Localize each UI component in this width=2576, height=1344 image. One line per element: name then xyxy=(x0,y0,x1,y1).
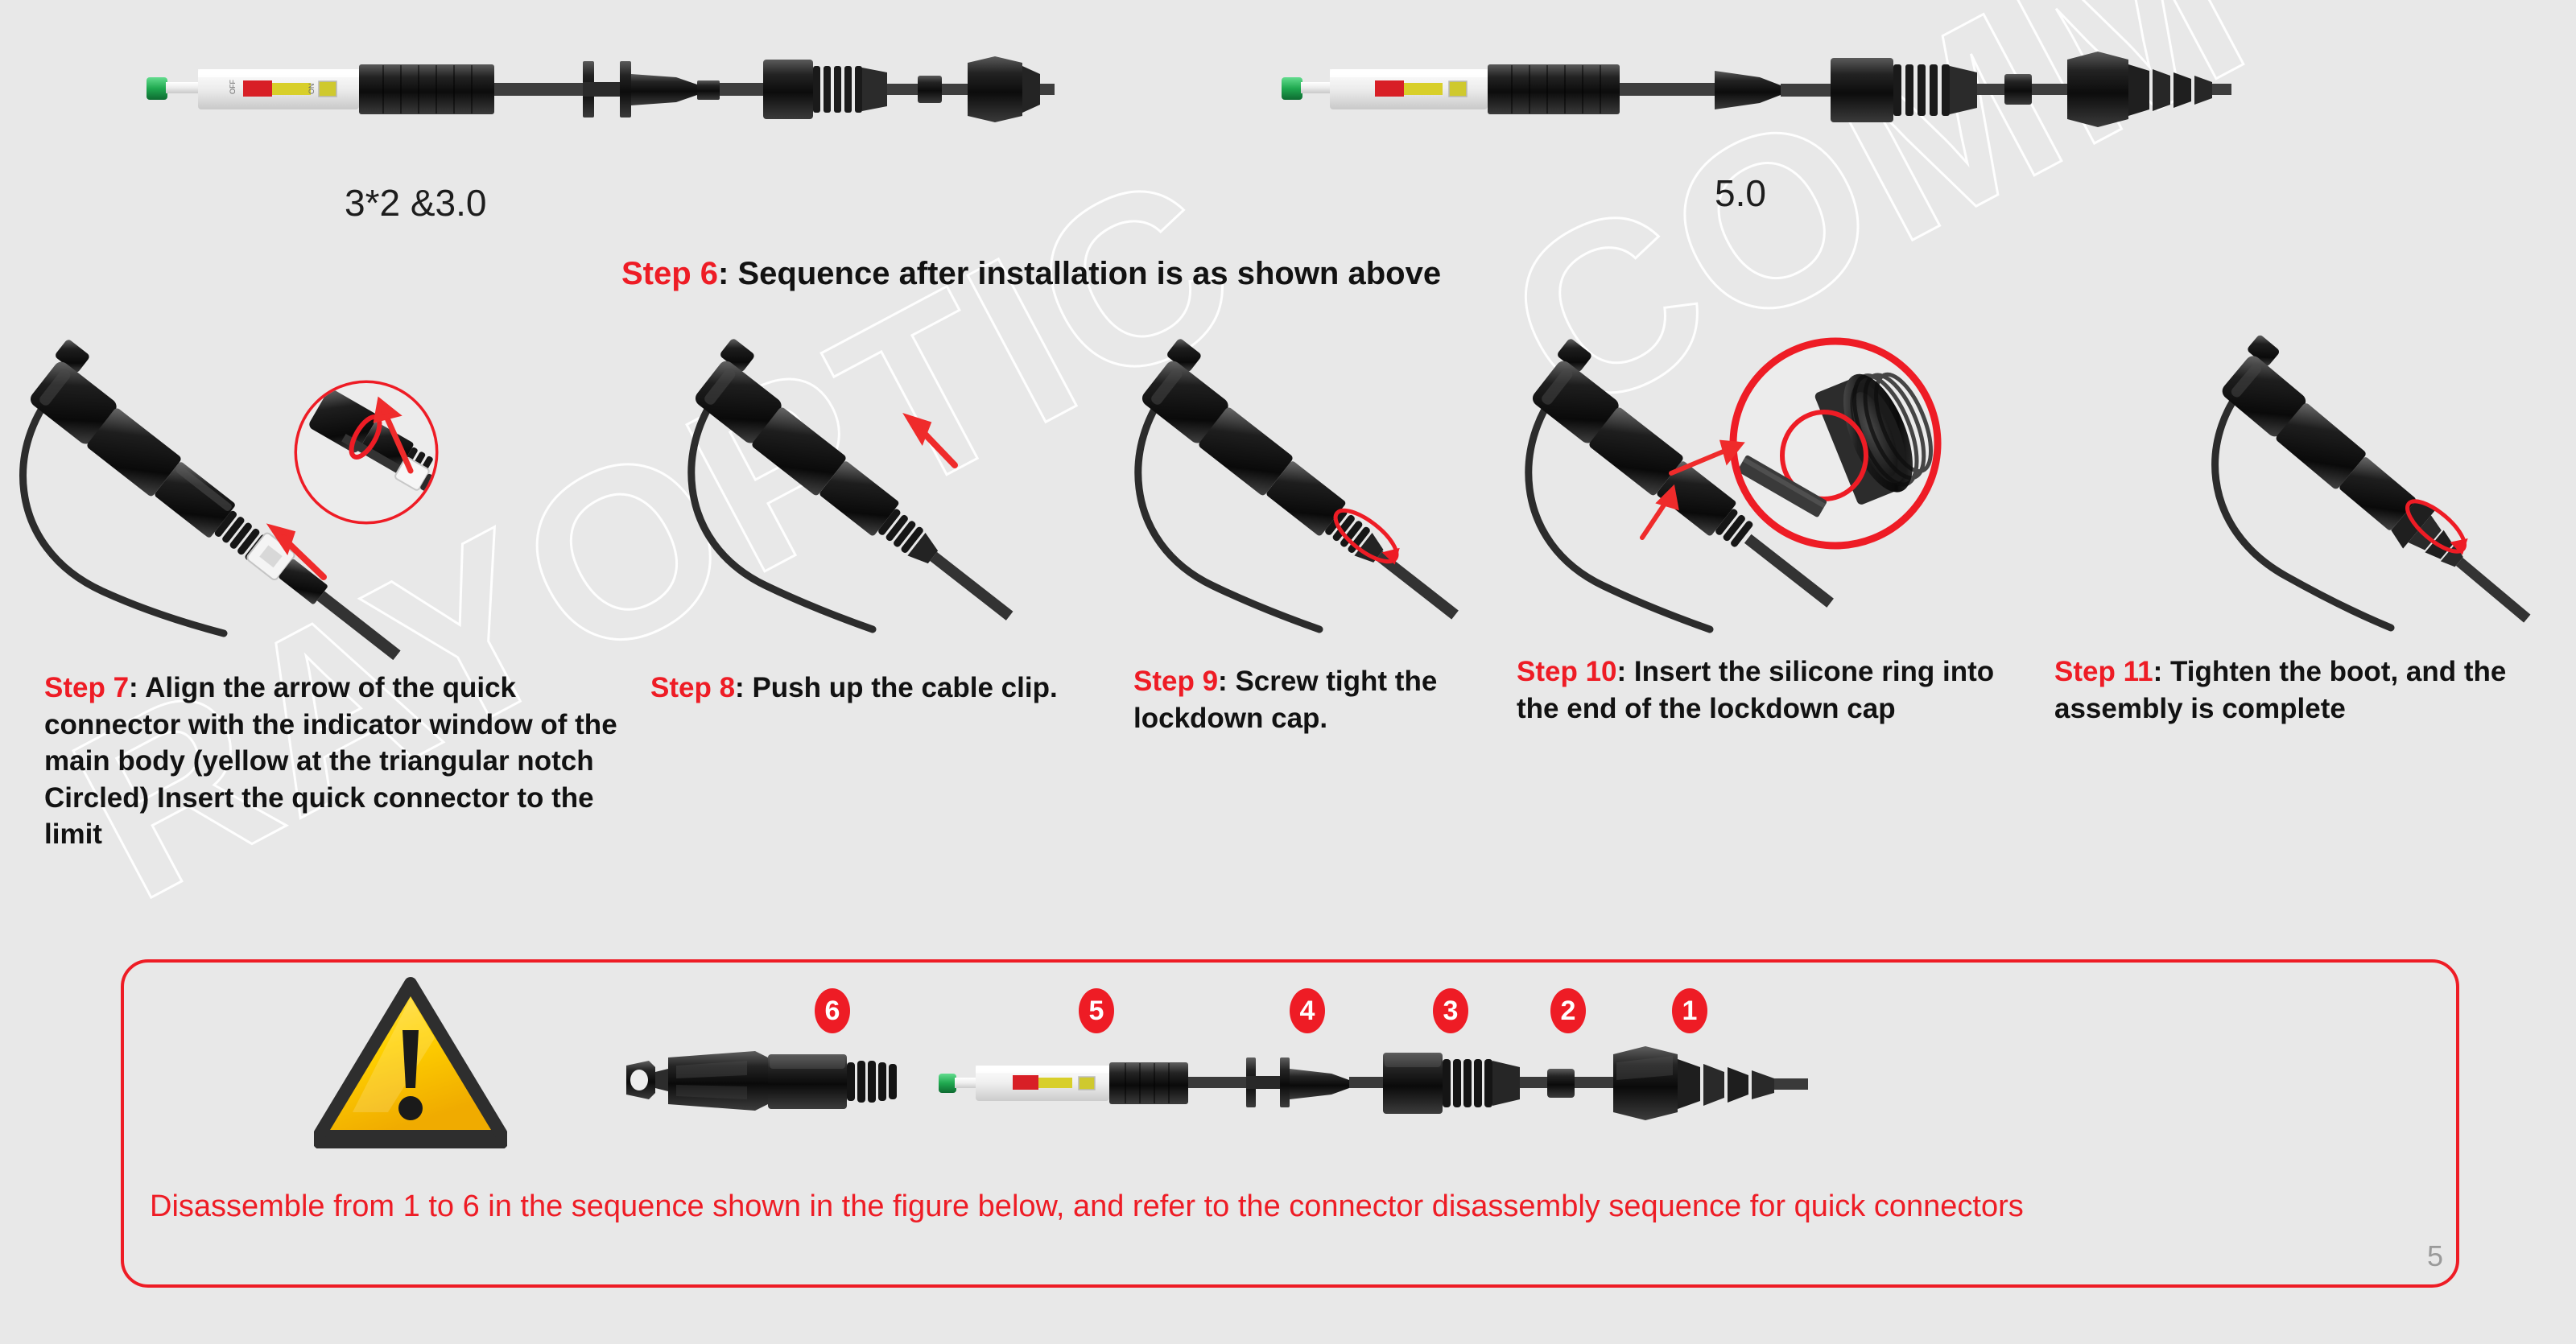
diagram-caption-5.0: 5.0 xyxy=(1715,172,1766,214)
disassembly-badge-1: 1 xyxy=(1672,988,1707,1033)
step-8-key: Step 8 xyxy=(650,672,736,703)
diagram-caption-3x2: 3*2 &3.0 xyxy=(345,182,487,224)
step-6-headline: Step 6: Sequence after installation is a… xyxy=(621,256,1441,292)
disassembly-badge-6: 6 xyxy=(815,988,850,1033)
step-11-key: Step 11 xyxy=(2054,656,2153,687)
step-11-illustration xyxy=(2206,320,2544,650)
step-6-key: Step 6 xyxy=(621,256,719,291)
step-10-caption: Step 10: Insert the silicone ring into t… xyxy=(1517,653,2016,727)
disassembly-badge-3: 3 xyxy=(1433,988,1468,1033)
svg-text:OFF: OFF xyxy=(229,80,237,94)
step-9-caption: Step 9: Screw tight the lockdown cap. xyxy=(1133,663,1472,736)
step-11-text: Tighten the boot, and the assembly is co… xyxy=(2054,656,2507,724)
step-8-caption: Step 8: Push up the cable clip. xyxy=(650,670,1133,707)
assembled-connector-5.0 xyxy=(1280,39,2238,135)
step-7-caption: Step 7: Align the arrow of the quick con… xyxy=(44,670,656,853)
step-10-key: Step 10 xyxy=(1517,656,1617,687)
page-number: 5 xyxy=(2426,1239,2443,1272)
disassembly-warning-box xyxy=(121,959,2459,1288)
step-7-sep: : xyxy=(129,672,146,703)
disassembly-note: Disassemble from 1 to 6 in the sequence … xyxy=(150,1189,2024,1223)
disassembly-badge-2: 2 xyxy=(1550,988,1586,1033)
step-10-text: Insert the silicone ring into the end of… xyxy=(1517,656,1995,724)
assembled-connector-3x2-3.0: OFF ON xyxy=(145,39,1055,135)
disassembly-badge-5: 5 xyxy=(1079,988,1114,1033)
step-7-illustration xyxy=(8,318,459,661)
step-7-text: Align the arrow of the quick connector w… xyxy=(44,672,617,850)
step-8-text: Push up the cable clip. xyxy=(752,672,1058,703)
step-9-illustration xyxy=(1123,320,1461,650)
step-11-caption: Step 11: Tighten the boot, and the assem… xyxy=(2054,653,2570,727)
svg-text:ON: ON xyxy=(308,84,316,95)
step-10-illustration xyxy=(1513,320,1988,658)
disassembly-exploded-diagram xyxy=(618,1037,1842,1141)
step-6-text: Sequence after installation is as shown … xyxy=(737,256,1442,291)
step-11-sep: : xyxy=(2153,656,2170,687)
warning-triangle-icon xyxy=(312,975,510,1152)
step-8-sep: : xyxy=(735,672,753,703)
step-9-text: Screw tight the lockdown cap. xyxy=(1133,666,1438,734)
step-7-key: Step 7 xyxy=(44,672,130,703)
step-10-sep: : xyxy=(1616,656,1634,687)
step-8-illustration xyxy=(676,320,1014,650)
step-9-sep: : xyxy=(1218,666,1236,697)
step-9-key: Step 9 xyxy=(1133,666,1219,697)
step-6-sep: : xyxy=(718,256,738,291)
disassembly-badge-4: 4 xyxy=(1290,988,1325,1033)
